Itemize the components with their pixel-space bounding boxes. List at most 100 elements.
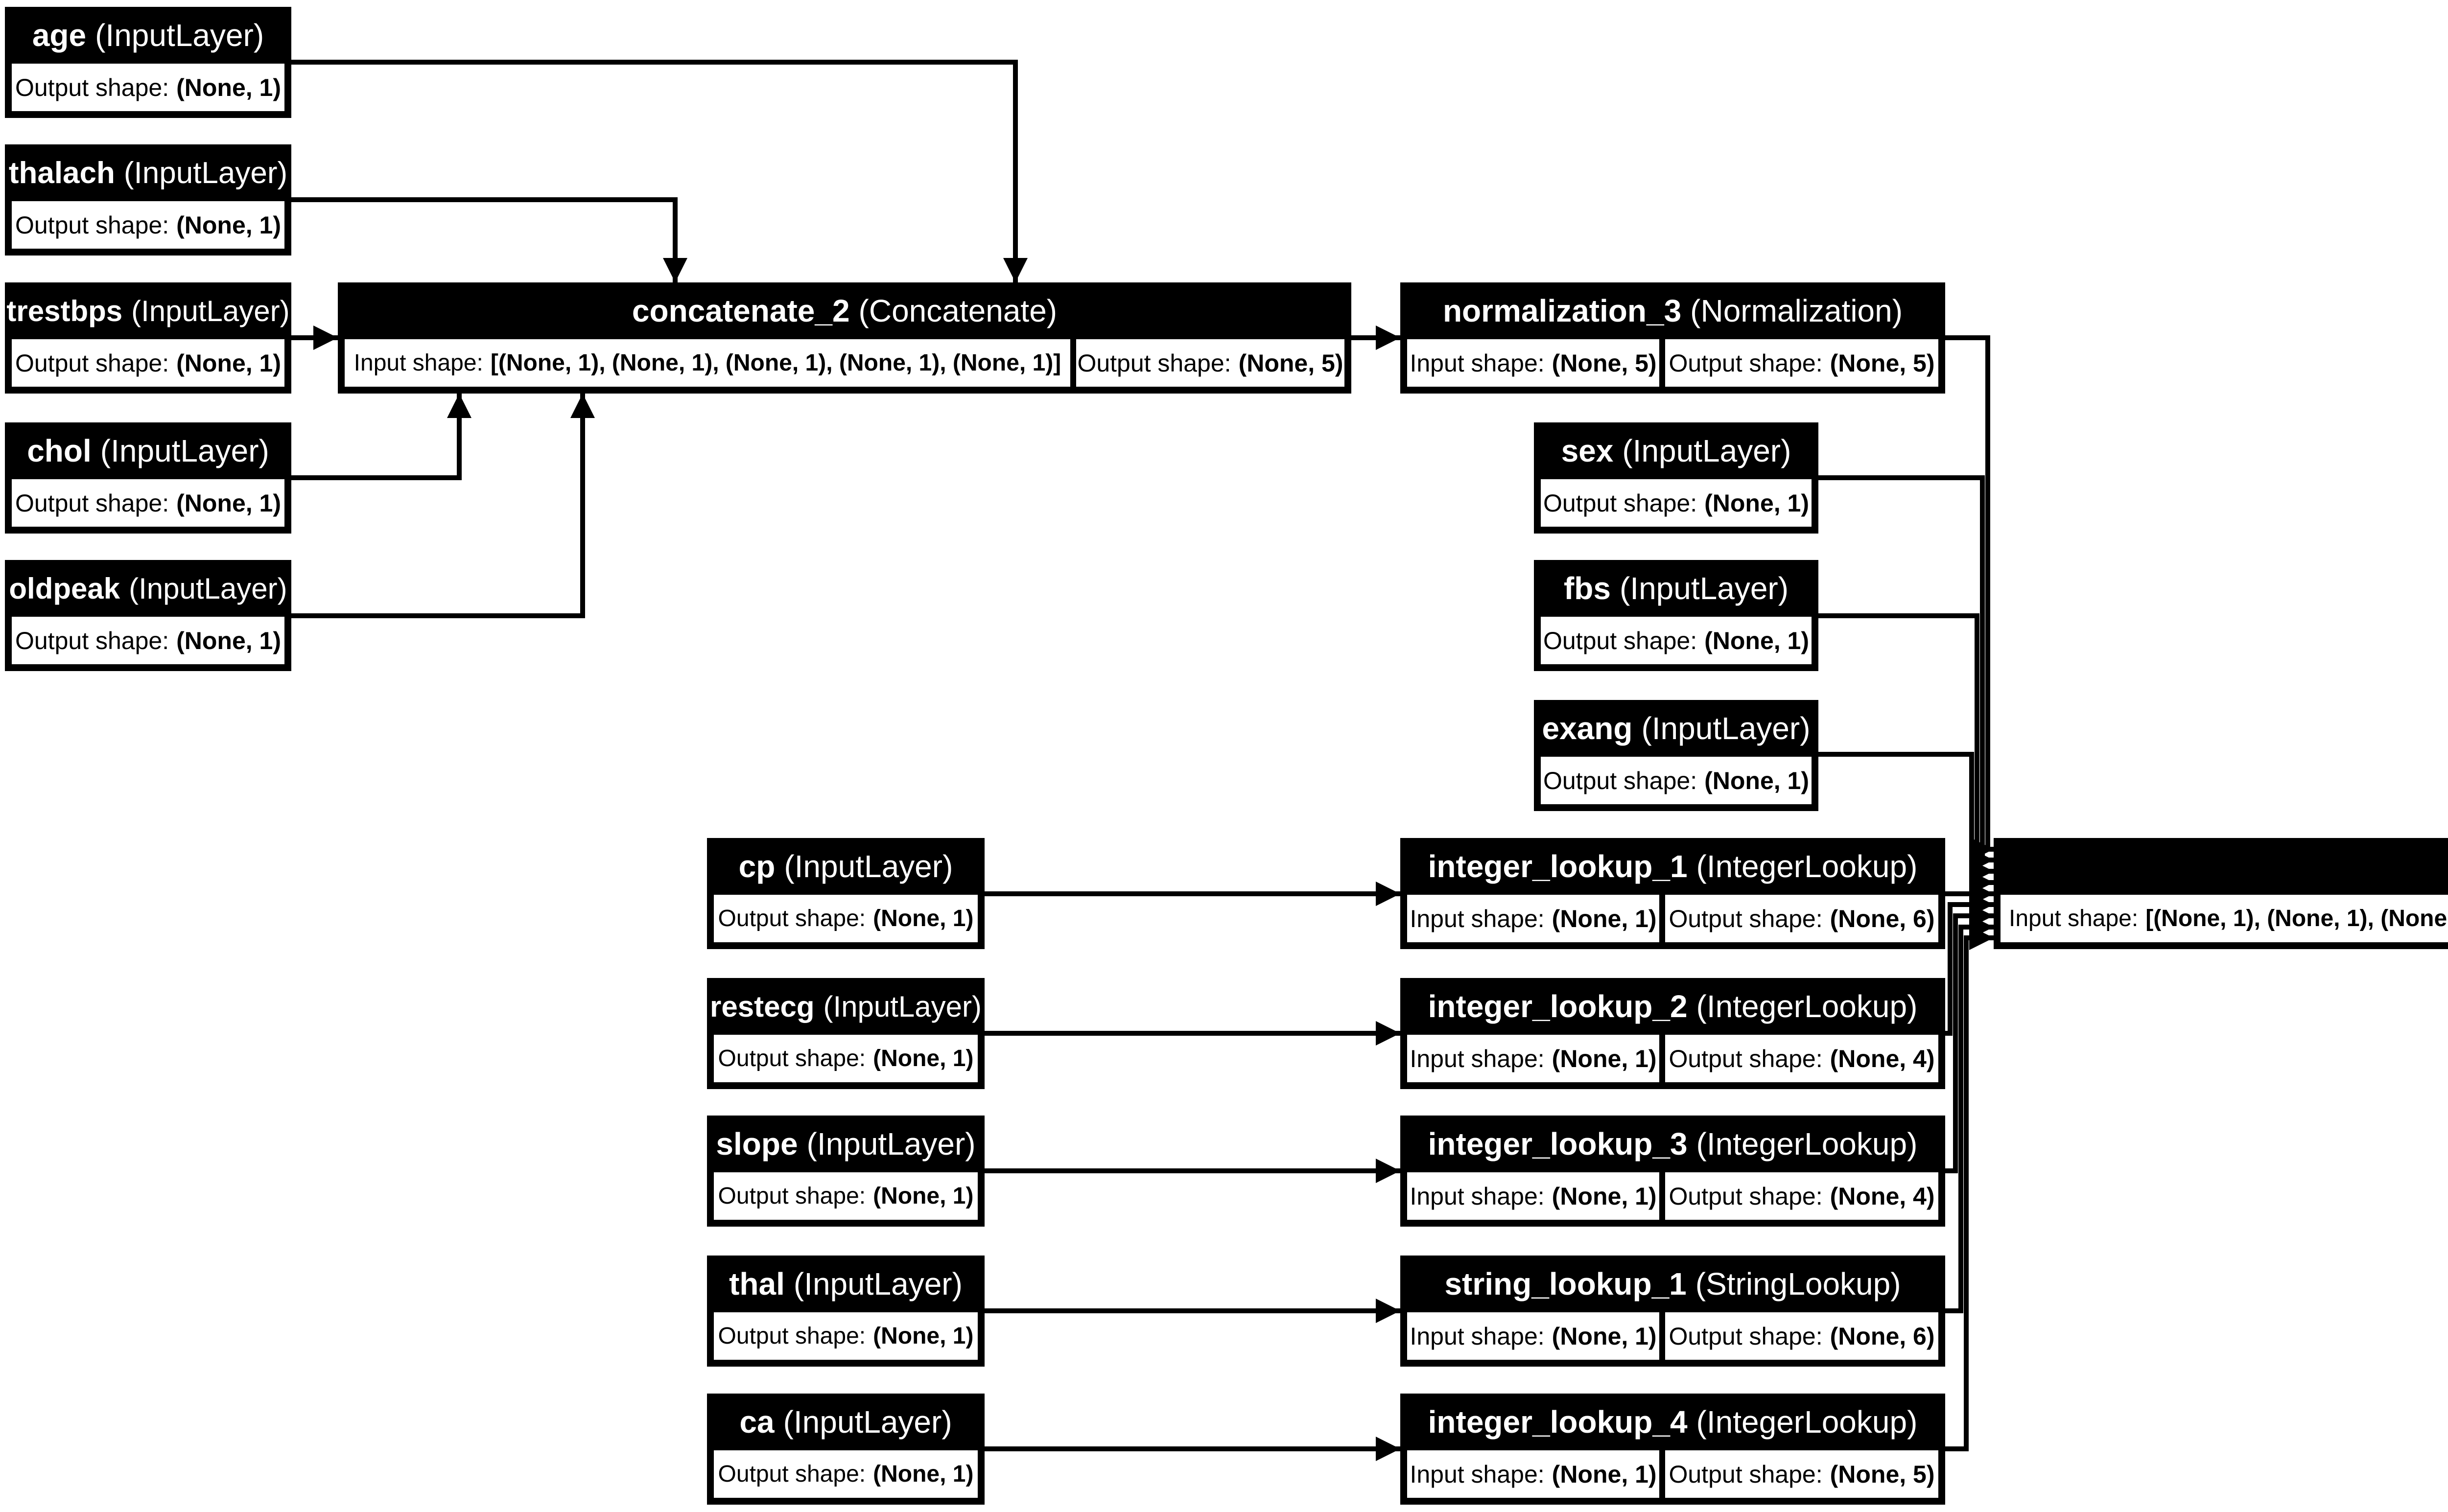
edge-chol-to-concatenate_2 [291,394,471,480]
layer-name: trestbps [6,294,123,327]
node-string_lookup_1: string_lookup_1(StringLookup) Input shape… [1400,1256,1945,1367]
edge-thalach-to-concatenate_2 [291,197,687,282]
edge-integer_lookup_4-to-concatenate_3 [1945,926,1994,1451]
layer-name: normalization_3 [1442,293,1682,328]
layer-name: restecg [710,990,815,1023]
node-thalach: thalach(InputLayer)Output shape:(None, 1… [5,144,291,256]
layer-name: integer_lookup_4 [1428,1404,1688,1440]
node-sex: sex(InputLayer)Output shape:(None, 1) [1534,422,1818,534]
layer-type: (Concatenate) [858,293,1058,328]
node-slope-cell-0: Output shape:(None, 1) [714,1172,978,1220]
shape-value: (None, 1) [176,73,282,101]
shape-value: (None, 1) [176,349,282,377]
layer-type: (StringLookup) [1695,1266,1901,1302]
layer-type: (InputLayer) [100,433,269,468]
shape-value: (None, 1) [176,627,282,654]
node-integer_lookup_3-body: Input shape:(None, 1)Output shape:(None,… [1400,1172,1945,1227]
node-exang-body: Output shape: (None, 1) [1534,757,1818,811]
layer-type: (InputLayer) [784,849,953,884]
layer-name: slope [716,1126,798,1162]
layer-type: (IntegerLookup) [1696,849,1918,884]
shape-label: Input shape: [2008,906,2139,931]
layer-type: (InputLayer) [793,1266,963,1302]
shape-value: (None, 1) [1704,767,1810,794]
node-cp-cell-0: Output shape:(None, 1) [714,895,978,942]
shape-label: Output shape: [718,1046,866,1071]
node-integer_lookup_3-cell-1: Output shape:(None, 4) [1665,1172,1938,1220]
shape-value: (None, 1) [1552,905,1657,932]
layer-name: exang [1542,711,1633,746]
node-chol: chol(InputLayer)Output shape:(None, 1) [5,422,291,534]
layer-name: string_lookup_1 [1444,1266,1687,1302]
shape-value: (None, 6) [1830,905,1935,932]
node-concatenate_3: concatenate_3(Concatenate)Input shape:[(… [1994,838,2448,949]
node-restecg: restecg(InputLayer)Output shape:(None, 1… [707,978,985,1089]
node-normalization_3: normalization_3(Normalization)Input shap… [1400,282,1945,394]
shape-value: (None, 1) [1552,1322,1657,1350]
node-integer_lookup_4-cell-0: Input shape:(None, 1) [1407,1450,1660,1498]
shape-label: Input shape: [1410,1322,1545,1350]
node-integer_lookup_4-cell-1: Output shape:(None, 5) [1665,1450,1938,1498]
node-thalach-body: Output shape:(None, 1) [5,201,291,256]
node-thal-cell-0: Output shape:(None, 1) [714,1312,978,1360]
layer-name: integer_lookup_2 [1428,989,1688,1024]
shape-value: (None, 1) [176,489,282,517]
shape-value: (None, 5) [1552,349,1657,377]
node-concatenate_2-body: Input shape:[(None, 1), (None, 1), (None… [338,339,1351,394]
shape-value: (None, 5) [1238,349,1343,377]
node-chol-header: chol(InputLayer) [5,422,291,479]
node-thal-header: thal(InputLayer) [707,1256,985,1312]
node-chol-body: Output shape:(None, 1) [5,479,291,534]
shape-value: (None, 5) [1830,349,1935,377]
node-sex-cell-0: Output shape:(None, 1) [1541,479,1812,527]
node-trestbps: trestbps(InputLayer) Output shape:(None, … [5,282,291,394]
layer-type: (InputLayer) [806,1126,976,1162]
layer-name: thal [729,1266,785,1302]
shape-label: Output shape: [1669,349,1823,377]
node-age-cell-0: Output shape:(None, 1) [12,64,284,111]
shape-label: Output shape: [1543,627,1697,654]
shape-value: (None, 1) [1704,627,1810,654]
node-sex-header: sex(InputLayer) [1534,422,1818,479]
node-restecg-cell-0: Output shape:(None, 1) [714,1035,978,1082]
node-slope-body: Output shape:(None, 1) [707,1172,985,1227]
node-restecg-header: restecg(InputLayer) [707,978,985,1035]
node-fbs-body: Output shape: (None, 1) [1534,617,1818,671]
node-oldpeak: oldpeak(InputLayer)Output shape:(None, 1… [5,560,291,671]
shape-label: Output shape: [718,1183,866,1209]
node-exang-header: exang(InputLayer) [1534,700,1818,757]
edge-sex-to-concatenate_3 [1818,475,1994,872]
layer-name: ca [739,1404,775,1440]
shape-label: Output shape: [1543,767,1697,794]
node-integer_lookup_3: integer_lookup_3(IntegerLookup)Input sha… [1400,1116,1945,1227]
node-sex-body: Output shape:(None, 1) [1534,479,1818,534]
shape-value: (None, 1) [1552,1045,1657,1072]
layer-type: (InputLayer) [1641,711,1811,746]
shape-value: (None, 1) [1704,489,1810,517]
shape-value: [(None, 1), (None, 1), (None, 1), (None,… [2145,906,2448,931]
node-trestbps-cell-0: Output shape:(None, 1) [12,339,284,387]
node-integer_lookup_2-cell-0: Input shape:(None, 1) [1407,1035,1660,1082]
layer-type: (IntegerLookup) [1696,1126,1918,1162]
shape-value: (None, 1) [873,1323,974,1349]
shape-label: Output shape: [1669,1182,1823,1210]
node-exang-cell-0: Output shape: (None, 1) [1541,757,1812,804]
layer-type: (InputLayer) [823,990,982,1023]
node-ca: ca(InputLayer)Output shape:(None, 1) [707,1394,985,1505]
node-restecg-body: Output shape:(None, 1) [707,1035,985,1089]
layer-name: integer_lookup_3 [1428,1126,1688,1162]
node-fbs: fbs(InputLayer)Output shape:(None, 1) [1534,560,1818,671]
node-integer_lookup_3-cell-0: Input shape:(None, 1) [1407,1172,1660,1220]
node-oldpeak-cell-0: Output shape:(None, 1) [12,617,284,664]
shape-value: (None, 6) [1830,1322,1935,1350]
shape-value: (None, 1) [176,211,282,239]
node-ca-cell-0: Output shape:(None, 1) [714,1450,978,1498]
node-integer_lookup_3-header: integer_lookup_3(IntegerLookup) [1400,1116,1945,1172]
node-concatenate_2: concatenate_2(Concatenate)Input shape:[(… [338,282,1351,394]
layer-type: (InputLayer) [131,294,290,327]
node-integer_lookup_1: integer_lookup_1(IntegerLookup)Input sha… [1400,838,1945,949]
node-normalization_3-header: normalization_3(Normalization) [1400,282,1945,339]
node-exang: exang(InputLayer) Output shape: (None, 1) [1534,700,1818,811]
layer-name: age [32,18,87,53]
